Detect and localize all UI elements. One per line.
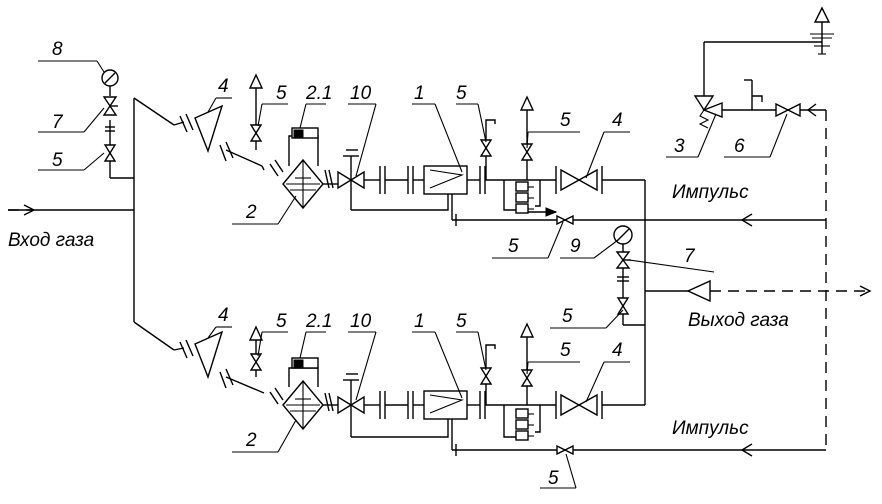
gas-inlet-caption: Вход газа xyxy=(8,230,94,251)
upper-gate-valve-icon xyxy=(194,104,224,154)
callout-5-lower-a: 5 xyxy=(276,311,287,332)
lower-vent-arrow-icon xyxy=(248,325,264,341)
callout-4-lower: 4 xyxy=(218,305,229,326)
lower-line xyxy=(173,322,826,456)
callout-2-upper: 2 xyxy=(245,202,257,223)
callout-10-upper: 10 xyxy=(350,83,372,104)
callout-5-lower-b: 5 xyxy=(456,311,467,332)
leader-lines xyxy=(207,97,788,489)
callout-10-lower: 10 xyxy=(350,311,372,332)
gas-outlet-caption: Выход газа xyxy=(688,310,789,331)
impulse-upper-caption: Импульс xyxy=(672,182,749,203)
callout-5-impulse: 5 xyxy=(508,236,519,257)
callout-2-lower: 2 xyxy=(245,430,257,451)
lower-gate-valve-icon xyxy=(194,330,224,380)
outlet-flow-arrow-icon xyxy=(686,279,711,303)
inlet-section xyxy=(8,60,175,351)
callout-4-lower-b: 4 xyxy=(612,340,623,361)
callout-5-lower-d: 5 xyxy=(548,468,559,489)
left-shutoff-valve-icon xyxy=(104,144,116,162)
callout-6: 6 xyxy=(734,136,745,157)
lower-outlet-valve-icon xyxy=(560,393,581,417)
upper-outlet-valve-icon xyxy=(560,168,581,192)
callout-1-lower: 1 xyxy=(414,311,425,332)
upper-line xyxy=(173,73,826,226)
impulse-lower-caption: Импульс xyxy=(672,418,749,439)
callout-8: 8 xyxy=(52,39,63,60)
callout-4-upper-b: 4 xyxy=(612,110,623,131)
relief-shutoff-valve-icon xyxy=(775,102,790,118)
captions: Вход газа Выход газа Импульс Импульс xyxy=(8,182,789,439)
callout-5-outlet: 5 xyxy=(562,306,573,327)
relief-valve-icon xyxy=(693,95,715,112)
outlet-section xyxy=(556,180,872,457)
callout-2-1-upper: 2.1 xyxy=(305,83,332,104)
callout-7-left: 7 xyxy=(52,112,64,133)
upper-vent-arrow-icon xyxy=(248,73,264,89)
callout-5-upper-b: 5 xyxy=(456,83,467,104)
left-three-way-valve-icon xyxy=(102,96,118,132)
callout-1-upper: 1 xyxy=(414,83,425,104)
safety-relief-section xyxy=(693,6,834,450)
callout-5-lower-c: 5 xyxy=(560,340,571,361)
callout-4-upper: 4 xyxy=(218,76,229,97)
left-gauge-icon xyxy=(101,69,119,96)
callout-9: 9 xyxy=(570,236,581,257)
callout-numbers: 8 7 5 4 5 2.1 10 1 5 5 4 2 3 6 5 9 7 5 4… xyxy=(52,39,745,489)
callout-7-outlet: 7 xyxy=(684,246,696,267)
vent-stack-arrow-icon xyxy=(813,6,831,23)
callout-2-1-lower: 2.1 xyxy=(305,311,332,332)
callout-5-upper-c: 5 xyxy=(560,110,571,131)
callout-5-left: 5 xyxy=(52,150,63,171)
callout-5-upper-a: 5 xyxy=(276,83,287,104)
callout-3: 3 xyxy=(674,136,685,157)
